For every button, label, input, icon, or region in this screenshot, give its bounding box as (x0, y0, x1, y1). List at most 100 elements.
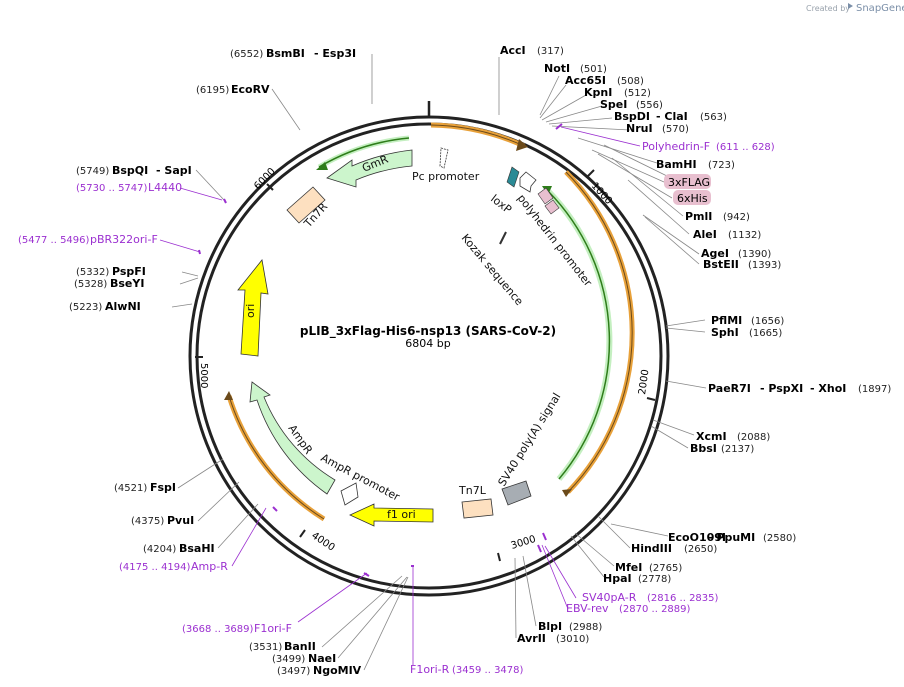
site-name-2: - PspXI (760, 382, 803, 395)
site-name-2: - ClaI (656, 110, 688, 123)
site-pos: (1656) (751, 316, 784, 327)
orange-arc-top-line (430, 124, 525, 147)
site-pvui: (4375) PvuI (131, 514, 194, 527)
site-hpai: HpaI (2778) (603, 572, 671, 585)
site-connectors (171, 54, 707, 671)
sv40-feature: SV40 poly(A) signal (496, 391, 564, 506)
site-name: HpaI (603, 572, 632, 585)
site-pos: (723) (708, 160, 735, 171)
site-mfei: MfeI (2765) (615, 561, 682, 574)
site-pos: (501) (580, 64, 607, 75)
sv40-label: SV40 poly(A) signal (496, 391, 564, 489)
site-nrui: NruI (570) (626, 122, 689, 135)
site-alei: AleI (1132) (693, 228, 761, 241)
orange-arc-left-arrow (224, 391, 233, 400)
tick-label-6000: 6000 (252, 166, 278, 192)
site-ngomiv: (3497) NgoMIV (277, 664, 362, 677)
site-bbsi: BbsI (2137) (690, 442, 754, 455)
tn7l-feature: Tn7L (458, 484, 494, 519)
site-name: PaeR7I (708, 382, 751, 395)
credit-text: Created by (806, 4, 850, 13)
site-ecoo109i: EcoO109I - PpuMI (2580) (668, 531, 796, 544)
tag-label: 3xFLAG (668, 176, 710, 189)
site-name: SphI (711, 326, 739, 339)
orange-arc-right (564, 170, 635, 494)
plasmid-length: 6804 bp (405, 337, 450, 350)
site-name-2: - PpuMI (708, 531, 755, 544)
primer-name: F1ori-F (254, 622, 292, 635)
green-arc-gmr-line (318, 137, 410, 168)
primer-amp-r: (4175 .. 4194) Amp-R (119, 560, 228, 573)
site-name-2: - SapI (156, 164, 192, 177)
primer-range: (3668 .. 3689) (182, 624, 254, 635)
orange-arc-left-line (228, 395, 325, 520)
site-name: PvuI (167, 514, 194, 527)
primer-sv40pa-r: SV40pA-R (2816 .. 2835) (582, 591, 719, 604)
primer-name: L4440 (148, 181, 182, 194)
site-name: BstEII (703, 258, 739, 271)
3xflag-feature (537, 187, 554, 205)
site-pos: (1897) (858, 384, 891, 395)
site-name: HindIII (631, 542, 672, 555)
site-name: BsaHI (179, 542, 215, 555)
site-acc65i: Acc65I (508) (565, 74, 644, 87)
site-pos: (2988) (569, 622, 602, 633)
tn7r-feature: Tn7R (286, 186, 330, 231)
primer-marks (198, 123, 563, 577)
site-pos: (2088) (737, 432, 770, 443)
tick-6000: 6000 (252, 166, 278, 192)
green-arc-nsp13-line (547, 190, 611, 480)
site-pos: (5332) (76, 267, 109, 278)
site-pos: (3499) (272, 654, 305, 665)
site-pos: (317) (537, 46, 564, 57)
site-name: BanII (284, 640, 316, 653)
site-name: PflMI (711, 314, 742, 327)
site-banii: (3531) BanII (249, 640, 316, 653)
site-name: AccI (500, 44, 526, 57)
site-pos: (1390) (738, 249, 771, 260)
site-name: KpnI (584, 86, 612, 99)
orange-arc-right-arrow (562, 489, 572, 497)
primer-ebv-rev: EBV-rev (2870 .. 2889) (566, 602, 691, 615)
site-name: AleI (693, 228, 717, 241)
site-pos: (1665) (749, 328, 782, 339)
site-pos: (1132) (728, 230, 761, 241)
primer-range: (611 .. 628) (716, 142, 775, 153)
tick-label-5000: 5000 (198, 363, 209, 388)
primer-f1ori-r: F1ori-R (3459 .. 3478) (410, 663, 524, 676)
ampr-feature: AmpR (249, 381, 336, 495)
site-pos: (2765) (649, 563, 682, 574)
6xhis-feature (544, 199, 560, 215)
pc-promoter-feature: Pc promoter (412, 147, 480, 183)
site-name: EcoRV (231, 83, 270, 96)
site-name: XcmI (696, 430, 727, 443)
site-pos: (3531) (249, 642, 282, 653)
site-ecorv: (6195) EcoRV (196, 83, 270, 96)
site-bspqi: (5749) BspQI - SapI (76, 164, 192, 177)
site-xcmi: XcmI (2088) (696, 430, 770, 443)
primer-name: SV40pA-R (582, 591, 637, 604)
primer-f1ori-f: (3668 .. 3689) F1ori-F (182, 622, 292, 635)
site-name: FspI (150, 481, 176, 494)
site-pos: (2650) (684, 544, 717, 555)
site-bspdi: BspDI - ClaI (563) (614, 110, 727, 123)
site-pmli: PmlI (942) (685, 210, 750, 223)
primer-range: (5730 .. 5747) (76, 183, 148, 194)
site-name: NotI (544, 62, 570, 75)
ori-label: ori (244, 304, 257, 318)
site-pos: (4521) (114, 483, 147, 494)
loxp-feature: loxP (488, 166, 520, 216)
site-noti: NotI (501) (544, 62, 607, 75)
site-name: AvrII (517, 632, 546, 645)
site-pos: (4204) (143, 544, 176, 555)
tag-label: 6xHis (677, 192, 708, 205)
primer-polyhedrin-f: Polyhedrin-F (611 .. 628) (642, 140, 775, 153)
primer-name: F1ori-R (410, 663, 450, 676)
site-pos: (2580) (763, 533, 796, 544)
site-name: BlpI (538, 620, 562, 633)
site-pos: (6552) (230, 49, 263, 60)
site-name: BspQI (112, 164, 148, 177)
site-name: BsmBI (266, 47, 305, 60)
primer-name: Polyhedrin-F (642, 140, 710, 153)
